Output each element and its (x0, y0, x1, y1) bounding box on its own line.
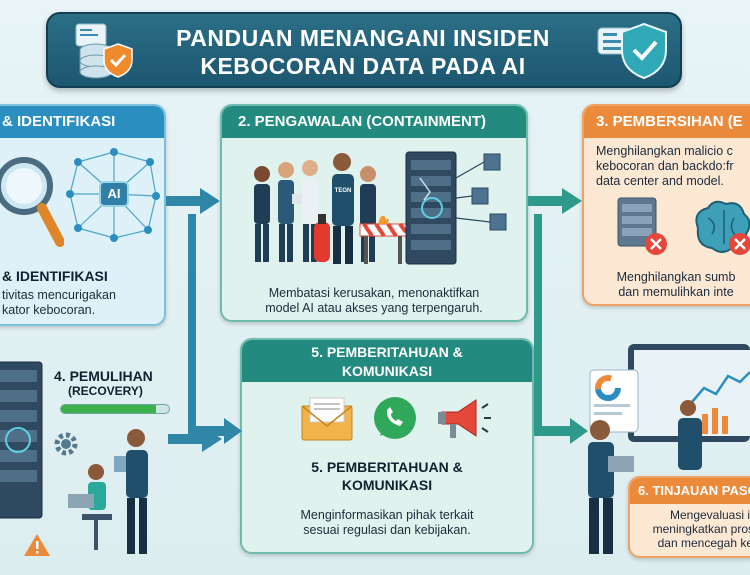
step1-desc-line-1: tivitas mencurigakan (2, 288, 116, 302)
analyst-figure (578, 418, 638, 558)
team-shirt-label: TEGN (334, 188, 352, 194)
response-team-illustration: TEGN (244, 144, 414, 274)
step5-card: 5. PEMBERITAHUAN & KOMUNIKASI 5. PEMBERI… (240, 338, 534, 554)
database-shield-icon (72, 20, 138, 82)
server-rack-icon (402, 148, 512, 268)
gear-icon (50, 428, 82, 460)
chat-icon (370, 394, 420, 444)
arrow-connector-right (534, 214, 590, 448)
step2-header: 2. PENGAWALAN (CONTAINMENT) (222, 106, 526, 138)
analytics-dashboard-illustration (588, 342, 750, 470)
step2-desc-line-2: model AI atau akses yang terpengaruh. (265, 301, 483, 315)
step5-desc-line-2: sesuai regulasi dan kebijakan. (303, 523, 471, 537)
title-line-1: PANDUAN MENANGANI INSIDEN (176, 25, 550, 51)
step4-title-line-1: 4. PEMULIHAN (54, 368, 153, 384)
step2-desc-line-1: Membatasi kerusakan, menonaktifkan (268, 286, 480, 300)
step3-card: 3. PEMBERSIHAN (E Menghilangkan malicio … (582, 104, 750, 306)
step5-header-line-2: KOMUNIKASI (341, 363, 433, 379)
ai-network-icon: AI (64, 144, 164, 244)
step2-description: Membatasi kerusakan, menonaktifkan model… (222, 286, 526, 316)
step1-description: tivitas mencurigakan kator kebocoran. (2, 288, 162, 318)
step3-description: Menghilangkan malicio c kebocoran dan ba… (596, 144, 750, 189)
step3-header: 3. PEMBERSIHAN (E (584, 106, 750, 138)
step3-result: Menghilangkan sumb dan memulihkan inte (588, 270, 750, 300)
megaphone-icon (436, 396, 492, 444)
step5-desc-line-1: Menginformasikan pihak terkait (300, 508, 474, 522)
step5-header-line-1: 5. PEMBERITAHUAN & (311, 344, 463, 360)
title-line-2: KEBOCORAN DATA PADA AI (200, 53, 526, 79)
step1-desc-line-2: kator kebocoran. (2, 303, 96, 317)
step3-desc-line-3: data center and model. (596, 174, 724, 188)
arrow-step1-to-step2 (166, 186, 222, 216)
step2-card: 2. PENGAWALAN (CONTAINMENT) TEGN (220, 104, 528, 322)
step6-desc-line-2: meningkatkan prosed (652, 522, 750, 536)
step5-header: 5. PEMBERITAHUAN & KOMUNIKASI (242, 340, 532, 382)
arrow-step2-to-step3 (528, 186, 584, 216)
step6-card: 6. TINJAUAN PASC Mengevaluasi i meningka… (628, 476, 750, 558)
step1-header: & IDENTIFIKASI (0, 106, 164, 138)
recovery-progress-bar (60, 404, 170, 414)
step5-subtitle-line-1: 5. PEMBERITAHUAN & (311, 459, 463, 475)
recovery-progress-fill (61, 405, 157, 413)
server-error-icon (614, 194, 670, 258)
title-banner: PANDUAN MENANGANI INSIDEN KEBOCORAN DATA… (46, 12, 682, 88)
step5-subtitle-line-2: KOMUNIKASI (341, 477, 433, 493)
step3-desc-line-2: kebocoran dan backdo:fr (596, 159, 734, 173)
ai-chip-label: AI (107, 186, 121, 201)
envelope-icon (300, 396, 354, 442)
step5-description: Menginformasikan pihak terkait sesuai re… (242, 508, 532, 538)
arrow-connector-left (188, 214, 244, 448)
arrow-step4-to-step5 (168, 424, 224, 454)
step6-description: Mengevaluasi i meningkatkan prosed dan m… (630, 508, 750, 550)
step3-result-line-2: dan memulihkan inte (618, 285, 734, 299)
step4-server-icon (0, 360, 46, 520)
step5-subtitle: 5. PEMBERITAHUAN & KOMUNIKASI (242, 458, 532, 494)
step4-title: 4. PEMULIHAN (RECOVERY) (54, 368, 153, 398)
step4-title-line-2: (RECOVERY) (68, 384, 143, 398)
warning-icon (22, 532, 52, 558)
step3-result-line-1: Menghilangkan sumb (616, 270, 736, 284)
security-shield-icon (596, 20, 672, 82)
magnifier-icon (0, 146, 64, 256)
step6-desc-line-3: dan mencegah keja (657, 536, 750, 550)
brain-error-icon (688, 198, 750, 260)
step6-desc-line-1: Mengevaluasi i (669, 508, 750, 522)
barrier-icon (358, 216, 408, 266)
step3-desc-line-1: Menghilangkan malicio c (596, 144, 733, 158)
page-title: PANDUAN MENANGANI INSIDEN KEBOCORAN DATA… (144, 24, 582, 80)
recovery-team-illustration (60, 420, 170, 560)
step1-subtitle: & IDENTIFIKASI (2, 268, 108, 284)
step4-section: 4. PEMULIHAN (RECOVERY) (0, 340, 200, 570)
step6-header: 6. TINJAUAN PASC (630, 478, 750, 504)
step1-card: & IDENTIFIKASI (0, 104, 166, 326)
